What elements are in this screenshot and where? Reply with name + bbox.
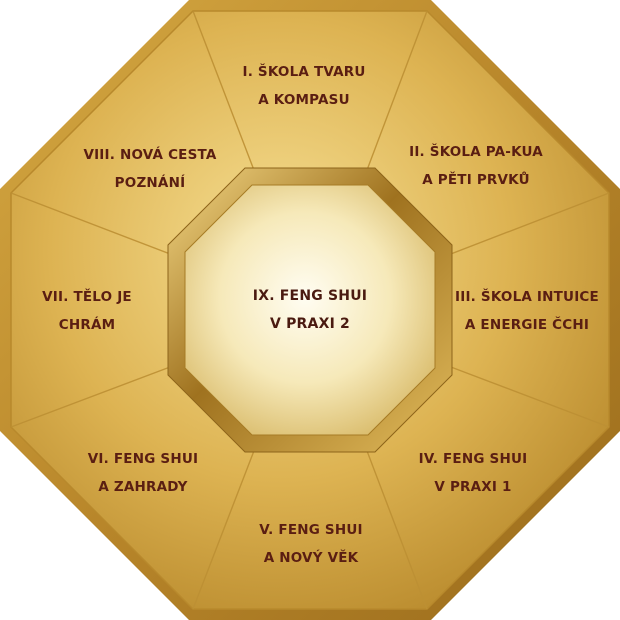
segment-label-4: IV. FENG SHUI V PRAXI 1	[383, 445, 563, 501]
segment-3-line-1: III. ŠKOLA INTUICE	[455, 289, 599, 305]
divider-8	[10, 192, 179, 258]
segment-2-line-2: A PĚTI PRVKŮ	[422, 172, 530, 188]
segment-dividers	[10, 10, 610, 610]
segment-label-2: II. ŠKOLA PA-KUA A PĚTI PRVKŮ	[386, 138, 566, 194]
center-face	[184, 184, 436, 436]
segment-label-6: VI. FENG SHUI A ZAHRADY	[53, 445, 233, 501]
divider-3	[442, 192, 610, 258]
center-line-2: V PRAXI 2	[269, 316, 350, 332]
segment-1-line-2: A KOMPASU	[258, 92, 350, 108]
segment-label-8: VIII. NOVÁ CESTA POZNÁNÍ	[60, 141, 240, 197]
segment-label-5: V. FENG SHUI A NOVÝ VĚK	[221, 516, 401, 572]
segment-7-line-2: CHRÁM	[58, 317, 116, 333]
divider-6	[192, 442, 258, 610]
segment-3-line-2: A ENERGIE ČCHI	[464, 317, 590, 333]
divider-7	[10, 363, 179, 428]
segment-5-line-2: A NOVÝ VĚK	[263, 550, 359, 566]
center-line-1: IX. FENG SHUI	[252, 288, 368, 304]
segment-label-7: VII. TĚLO JE CHRÁM	[0, 283, 177, 339]
divider-2	[363, 10, 428, 179]
center-label: IX. FENG SHUI V PRAXI 2	[220, 282, 400, 338]
segment-1-line-1: I. ŠKOLA TVARU	[242, 64, 366, 80]
segment-8-line-1: VIII. NOVÁ CESTA	[83, 147, 217, 163]
segment-label-1: I. ŠKOLA TVARU A KOMPASU	[214, 58, 394, 114]
divider-4	[442, 363, 610, 428]
segment-2-line-1: II. ŠKOLA PA-KUA	[409, 144, 543, 160]
segment-8-line-2: POZNÁNÍ	[114, 175, 186, 191]
segment-label-3: III. ŠKOLA INTUICE A ENERGIE ČCHI	[437, 283, 617, 339]
segment-5-line-1: V. FENG SHUI	[259, 522, 363, 538]
divider-1	[192, 10, 258, 179]
segment-6-line-1: VI. FENG SHUI	[87, 451, 199, 467]
segment-4-line-2: V PRAXI 1	[434, 479, 512, 495]
divider-5	[363, 442, 428, 610]
segment-4-line-1: IV. FENG SHUI	[418, 451, 528, 467]
segment-7-line-1: VII. TĚLO JE	[42, 289, 132, 305]
segment-6-line-2: A ZAHRADY	[98, 479, 188, 495]
